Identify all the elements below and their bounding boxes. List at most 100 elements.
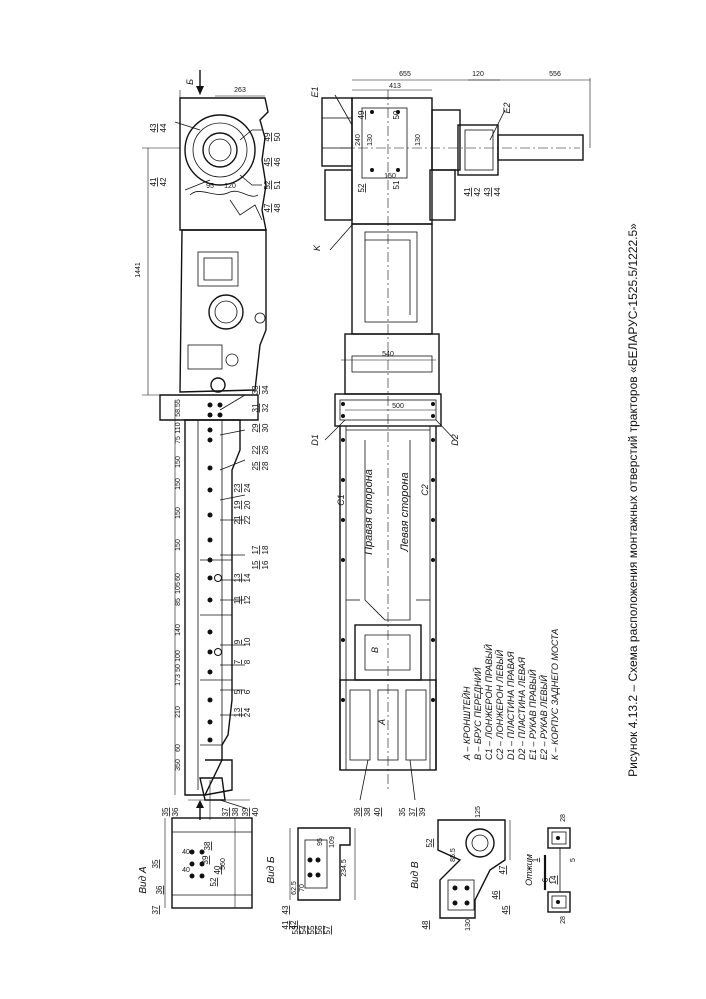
letter-B: B [370,647,380,653]
dim-view-otzhim: 28 [560,814,567,822]
dim-120: 120 [224,183,236,190]
view-v-title: Вид В [410,861,421,889]
callout-38: 38 [363,807,372,816]
dim-view-a: 40 [182,849,190,856]
callout-14: 14 [243,573,252,582]
callout-20: 20 [243,500,252,509]
callout-19: 19 [233,500,242,509]
dim-plan-500: 500 [392,403,404,410]
callout-21: 21 [233,515,242,524]
dim-view-a: 560 [220,858,227,870]
dim-side-50: 50 [175,664,182,672]
callout-43: 43 [483,187,492,196]
callout-41: 41 [463,187,472,196]
callout-47: 47 [263,203,272,212]
callout-7: 7 [233,659,242,664]
dim-view-a: 40 [182,867,190,874]
dim-side-210: 210 [175,706,182,718]
callout-50: 50 [273,132,282,141]
callout-49: 49 [357,110,366,119]
callout-43: 43 [281,905,290,914]
callout-54: 54 [299,925,308,934]
callout-1: 1 [531,857,540,862]
dim-view-v: 130 [465,919,472,931]
dim-side-85: 85 [175,598,182,606]
callout-35: 35 [151,859,160,868]
callout-39: 39 [418,807,427,816]
legend-item: D1 – ПЛАСТИНА ПРАВАЯ [506,651,516,760]
callout-48: 48 [273,203,282,212]
callout-45: 45 [501,905,510,914]
callout-6: 6 [243,689,252,694]
dim-plan-540: 540 [382,351,394,358]
callout-31: 31 [251,403,260,412]
dim-plan-130: 130 [367,134,374,146]
dim-view-v: 125 [475,806,482,818]
label-right-side: Правая сторона [363,469,375,555]
callout-23: 23 [233,483,242,492]
letter-D1: D1 [310,434,320,446]
legend-item: К – КОРПУС ЗАДНЕГО МОСТА [550,629,560,760]
callout-18: 18 [261,545,270,554]
callout-48: 48 [421,920,430,929]
dim-side-140: 140 [175,624,182,636]
section-letter-b: Б [185,79,195,85]
callout-30: 30 [261,423,270,432]
letter-E1: E1 [310,86,320,97]
callout-52: 52 [209,877,218,886]
dim-side-75: 75 [175,436,182,444]
callout-46: 46 [273,157,282,166]
dim-view-b: 62.5 [291,881,298,895]
callout-17: 17 [251,545,260,554]
figure-caption: Рисунок 4.13.2 – Схема расположения монт… [626,223,640,777]
callout-34: 34 [261,385,270,394]
dim-side-60: 60 [175,744,182,752]
dim-view-b: 109 [329,836,336,848]
callout-10: 10 [243,637,252,646]
callout-36: 36 [155,885,164,894]
callout-26: 26 [261,445,270,454]
callout-37: 37 [408,807,417,816]
dim-plan-556: 556 [549,71,561,78]
dim-side-150: 150 [175,456,182,468]
callout-40: 40 [213,865,222,874]
callout-49: 49 [263,132,272,141]
dim-view-v: 85.5 [450,848,457,862]
side-view [142,70,269,820]
dim-263: 263 [234,87,246,94]
dim-view-otzhim: 5 [570,858,577,862]
dim-side-350: 350 [175,759,182,771]
callout-40: 40 [373,807,382,816]
dim-view-b: 234.5 [341,859,348,877]
dim-side-105: 105 [175,582,182,594]
dim-1441: 1441 [135,262,142,278]
callout-50: 50 [392,110,401,119]
label-left-side: Левая сторона [399,472,411,552]
callout-52: 52 [357,183,366,192]
letter-E2: E2 [502,102,512,113]
callout-53: 53 [291,925,300,934]
callout-52: 52 [425,838,434,847]
callout-8: 8 [243,659,252,664]
dim-side-150: 150 [175,539,182,551]
dim-plan-120: 120 [472,71,484,78]
view-b-title: Вид Б [266,856,277,884]
letter-C1: C1 [336,494,346,506]
callout-47: 47 [498,865,507,874]
callout-39: 39 [201,855,210,864]
callout-44: 44 [493,187,502,196]
dim-plan-130: 130 [415,134,422,146]
dim-side-58.55: 58.55 [175,399,182,417]
letter-C2: C2 [420,484,430,496]
view-otzhim [543,827,571,913]
callout-6: 6 [541,877,550,882]
dim-plan-240: 240 [355,134,362,146]
legend-item: D2 – ПЛАСТИНА ЛЕВАЯ [517,656,527,760]
legend-item: Е1 – РУКАВ ПРАВЫЙ [527,669,538,760]
callout-42: 42 [289,920,298,929]
callout-14: 14 [549,875,558,884]
